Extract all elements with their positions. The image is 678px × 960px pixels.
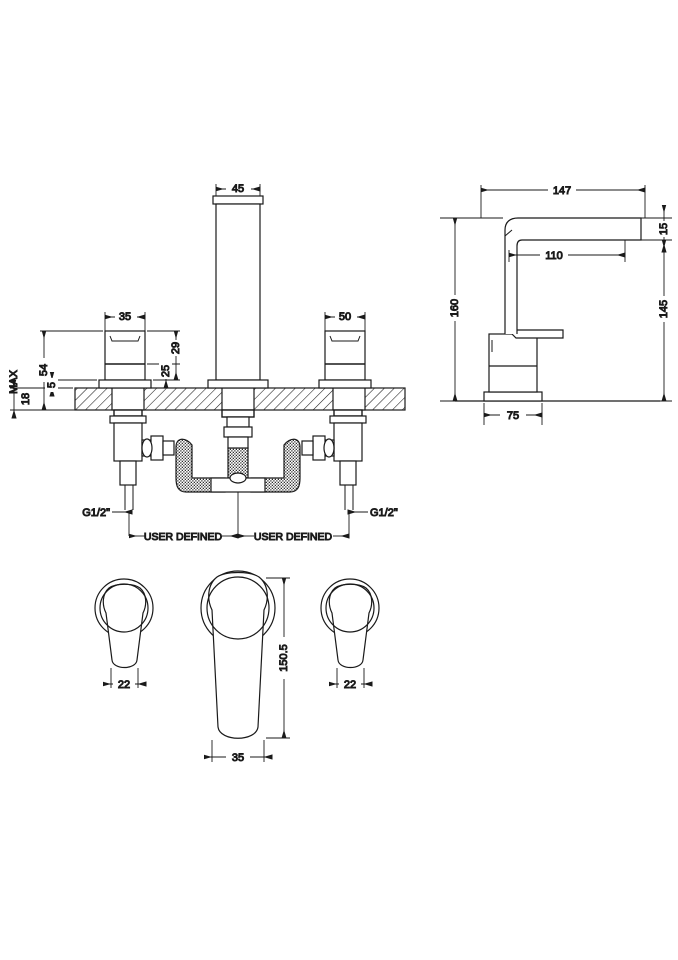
left-valve-assembly <box>109 409 175 510</box>
dim-label-150-5: 150.5 <box>278 644 290 672</box>
dimension-deck-plate-height: 5 <box>45 372 97 397</box>
dim-label-54: 54 <box>38 364 50 376</box>
flexible-hose-assembly <box>175 409 301 493</box>
dim-label-35: 35 <box>119 311 131 323</box>
left-handle-front <box>98 330 152 389</box>
label-user-defined-left: USER DEFINED <box>144 531 223 543</box>
side-body <box>488 333 538 393</box>
dim-label-max: MAX <box>8 369 20 394</box>
plan-spout: 35 150.5 <box>200 570 291 765</box>
spout-body-front <box>207 195 269 389</box>
plan-view: 22 35 150.5 <box>94 570 380 765</box>
dim-label-147: 147 <box>553 185 571 197</box>
dimension-handle-total-height: 54 <box>37 330 103 411</box>
dim-label-160: 160 <box>449 299 461 317</box>
dim-label-5: 5 <box>46 382 58 388</box>
dim-label-45: 45 <box>232 183 244 195</box>
plan-left-handle: 22 <box>94 578 154 692</box>
label-g12-right: G1/2" <box>370 507 398 519</box>
dimension-overall-height: 160 <box>440 217 503 402</box>
dimension-right-handle-width: 50 <box>324 309 366 331</box>
dim-label-35-plan: 35 <box>232 752 244 764</box>
front-elevation-view: 45 35 50 54 <box>7 181 406 544</box>
dim-label-25: 25 <box>160 365 172 377</box>
dim-label-15: 15 <box>658 223 670 235</box>
dimension-outlet-height: 145 <box>545 239 672 402</box>
dimension-handle-heights: 29 25 <box>147 330 182 389</box>
dimension-spout-total-reach: 147 <box>480 182 646 218</box>
dimension-spout-width: 45 <box>215 181 261 196</box>
right-handle-front <box>318 330 372 389</box>
dim-label-22-right: 22 <box>344 679 356 691</box>
dimension-max-deck-thickness: MAX 18 <box>7 369 73 419</box>
side-spout <box>504 217 642 334</box>
dim-label-29: 29 <box>170 342 182 354</box>
label-g12-left: G1/2" <box>82 507 110 519</box>
dimension-arm-thickness: 15 <box>641 205 672 253</box>
dim-label-145: 145 <box>658 300 670 318</box>
side-elevation-view: 147 110 15 160 <box>440 182 672 425</box>
dim-label-110: 110 <box>545 250 563 262</box>
right-valve-assembly <box>301 409 367 510</box>
dim-label-18: 18 <box>20 393 32 405</box>
callout-left-thread: G1/2" <box>82 507 133 520</box>
dim-label-75: 75 <box>507 410 519 422</box>
dim-label-50: 50 <box>339 311 351 323</box>
dimension-base-depth: 75 <box>483 403 543 425</box>
dimension-spout-outlet-reach: 110 <box>508 240 626 263</box>
callout-hose-lengths: USER DEFINED USER DEFINED <box>128 492 350 544</box>
dimension-left-handle-width: 35 <box>104 309 146 331</box>
counter-deck <box>74 387 406 411</box>
label-user-defined-right: USER DEFINED <box>254 531 333 543</box>
plan-right-handle: 22 <box>320 578 380 692</box>
side-lever <box>511 329 564 339</box>
callout-right-thread: G1/2" <box>347 507 398 520</box>
dim-label-22-left: 22 <box>118 679 130 691</box>
